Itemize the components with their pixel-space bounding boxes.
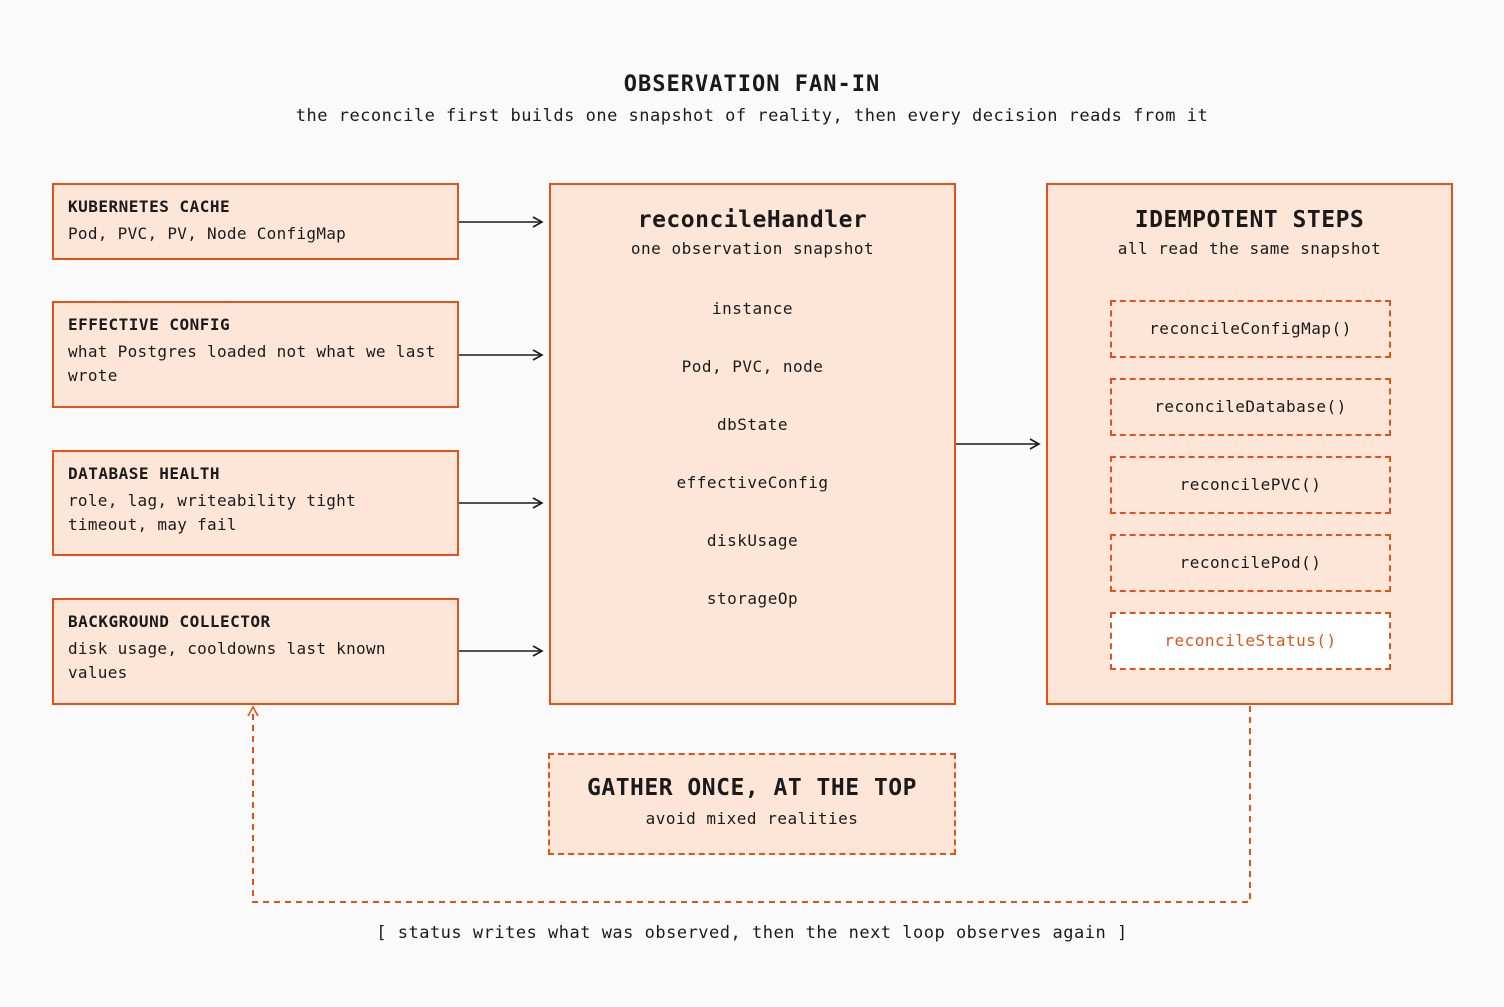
source-title: KUBERNETES CACHE: [68, 197, 231, 216]
diagram-title: OBSERVATION FAN-IN: [623, 72, 881, 97]
step-reconcile-pod: reconcilePod(): [1110, 534, 1391, 592]
gather-subtitle: avoid mixed realities: [645, 809, 859, 828]
source-database-health: DATABASE HEALTH role, lag, writeability …: [52, 450, 459, 556]
feedback-loop-arrow: [247, 705, 1251, 903]
source-desc: role, lag, writeability tight timeout, m…: [68, 491, 357, 534]
source-title: EFFECTIVE CONFIG: [68, 315, 231, 334]
step-reconcile-status: reconcileStatus(): [1110, 612, 1391, 670]
source-desc: what Postgres loaded not what we last wr…: [68, 342, 436, 385]
source-desc: Pod, PVC, PV, Node ConfigMap: [68, 224, 347, 243]
source-desc: disk usage, cooldowns last known values: [68, 639, 386, 682]
gather-once-note: GATHER ONCE, AT THE TOP avoid mixed real…: [548, 753, 956, 855]
snapshot-field: Pod, PVC, node: [681, 357, 824, 376]
diagram-subtitle: the reconcile first builds one snapshot …: [295, 106, 1209, 126]
handler-subtitle: one observation snapshot: [630, 239, 875, 258]
steps-title: IDEMPOTENT STEPS: [1134, 207, 1365, 233]
handler-title: reconcileHandler: [637, 207, 868, 233]
step-reconcile-configmap: reconcileConfigMap(): [1110, 300, 1391, 358]
snapshot-field: diskUsage: [706, 531, 799, 550]
snapshot-field: effectiveConfig: [676, 473, 829, 492]
source-title: BACKGROUND COLLECTOR: [68, 612, 271, 631]
gather-title: GATHER ONCE, AT THE TOP: [587, 775, 917, 801]
steps-subtitle: all read the same snapshot: [1117, 239, 1382, 258]
step-reconcile-pvc: reconcilePVC(): [1110, 456, 1391, 514]
reconcile-handler-box: reconcileHandler one observation snapsho…: [549, 183, 956, 705]
source-effective-config: EFFECTIVE CONFIG what Postgres loaded no…: [52, 301, 459, 408]
source-kubernetes-cache: KUBERNETES CACHE Pod, PVC, PV, Node Conf…: [52, 183, 459, 260]
step-reconcile-database: reconcileDatabase(): [1110, 378, 1391, 436]
feedback-caption: [ status writes what was observed, then …: [376, 923, 1128, 943]
snapshot-field: storageOp: [706, 589, 799, 608]
source-title: DATABASE HEALTH: [68, 464, 220, 483]
snapshot-field: dbState: [717, 415, 788, 434]
idempotent-steps-box: IDEMPOTENT STEPS all read the same snaps…: [1046, 183, 1453, 705]
source-background-collector: BACKGROUND COLLECTOR disk usage, cooldow…: [52, 598, 459, 705]
snapshot-field: instance: [711, 299, 794, 318]
